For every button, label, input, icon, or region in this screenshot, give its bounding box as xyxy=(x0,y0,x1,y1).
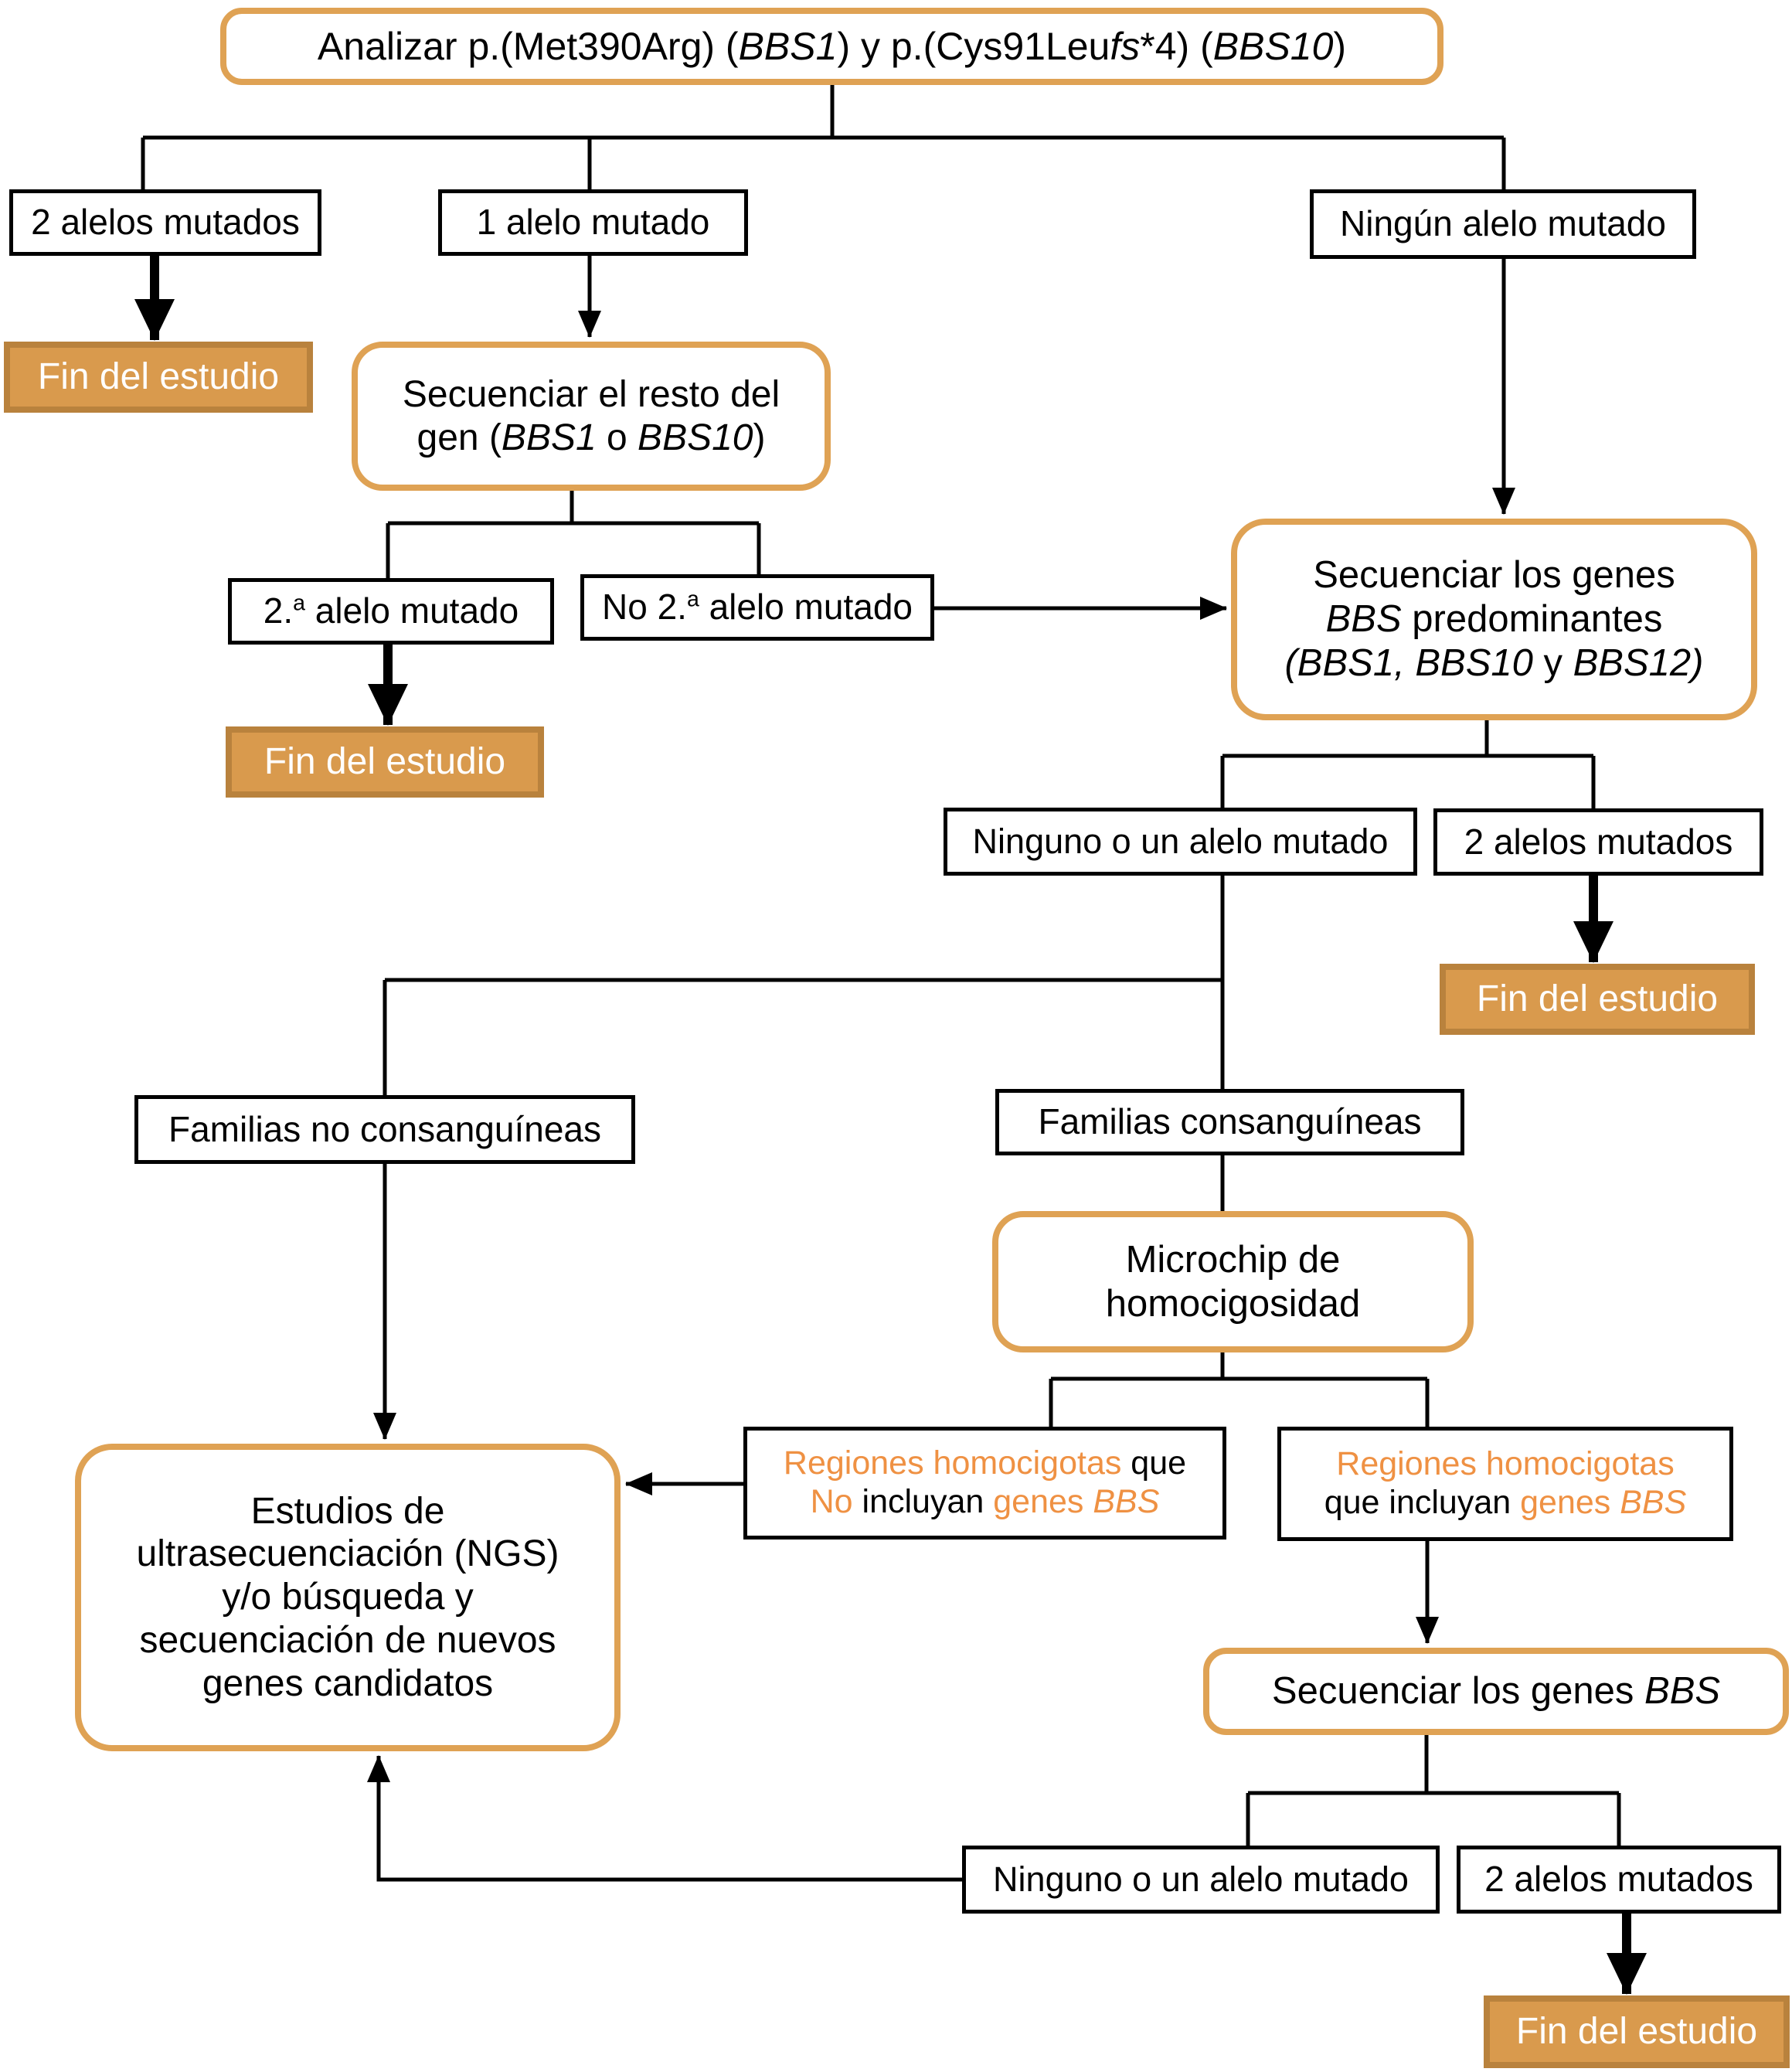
node-2-alelos-mutados-3: 2 alelos mutados xyxy=(1457,1846,1781,1914)
node-2a-alelo-mutado: 2.a alelo mutado xyxy=(228,578,554,645)
tree-lines xyxy=(141,85,1621,1846)
node-2-alelos-mutados-2: 2 alelos mutados xyxy=(1433,808,1763,876)
node-no-2a-alelo-mutado: No 2.a alelo mutado xyxy=(580,574,934,641)
node-2-alelos-mutados-1: 2 alelos mutados xyxy=(9,189,321,256)
node-secuenciar-genes-bbs: Secuenciar los genes BBS xyxy=(1203,1648,1789,1735)
node-analizar: Analizar p.(Met390Arg) (BBS1) y p.(Cys91… xyxy=(220,8,1443,85)
node-ninguno-o-un-alelo-mutado-2: Ninguno o un alelo mutado xyxy=(962,1846,1440,1914)
node-familias-no-consanguineas: Familias no consanguíneas xyxy=(134,1095,635,1164)
node-fin-del-estudio-4: Fin del estudio xyxy=(1484,1995,1790,2068)
node-familias-consanguineas: Familias consanguíneas xyxy=(995,1089,1464,1155)
node-ninguno-o-un-alelo-mutado-1: Ninguno o un alelo mutado xyxy=(944,808,1417,876)
node-fin-del-estudio-3: Fin del estudio xyxy=(1440,964,1755,1035)
node-fin-del-estudio-1: Fin del estudio xyxy=(4,342,313,413)
node-fin-del-estudio-2: Fin del estudio xyxy=(226,726,544,798)
arrow-ninguno-2-to-estudios xyxy=(367,1755,962,1882)
node-ningun-alelo-mutado: Ningún alelo mutado xyxy=(1310,189,1696,259)
node-1-alelo-mutado: 1 alelo mutado xyxy=(438,189,748,256)
